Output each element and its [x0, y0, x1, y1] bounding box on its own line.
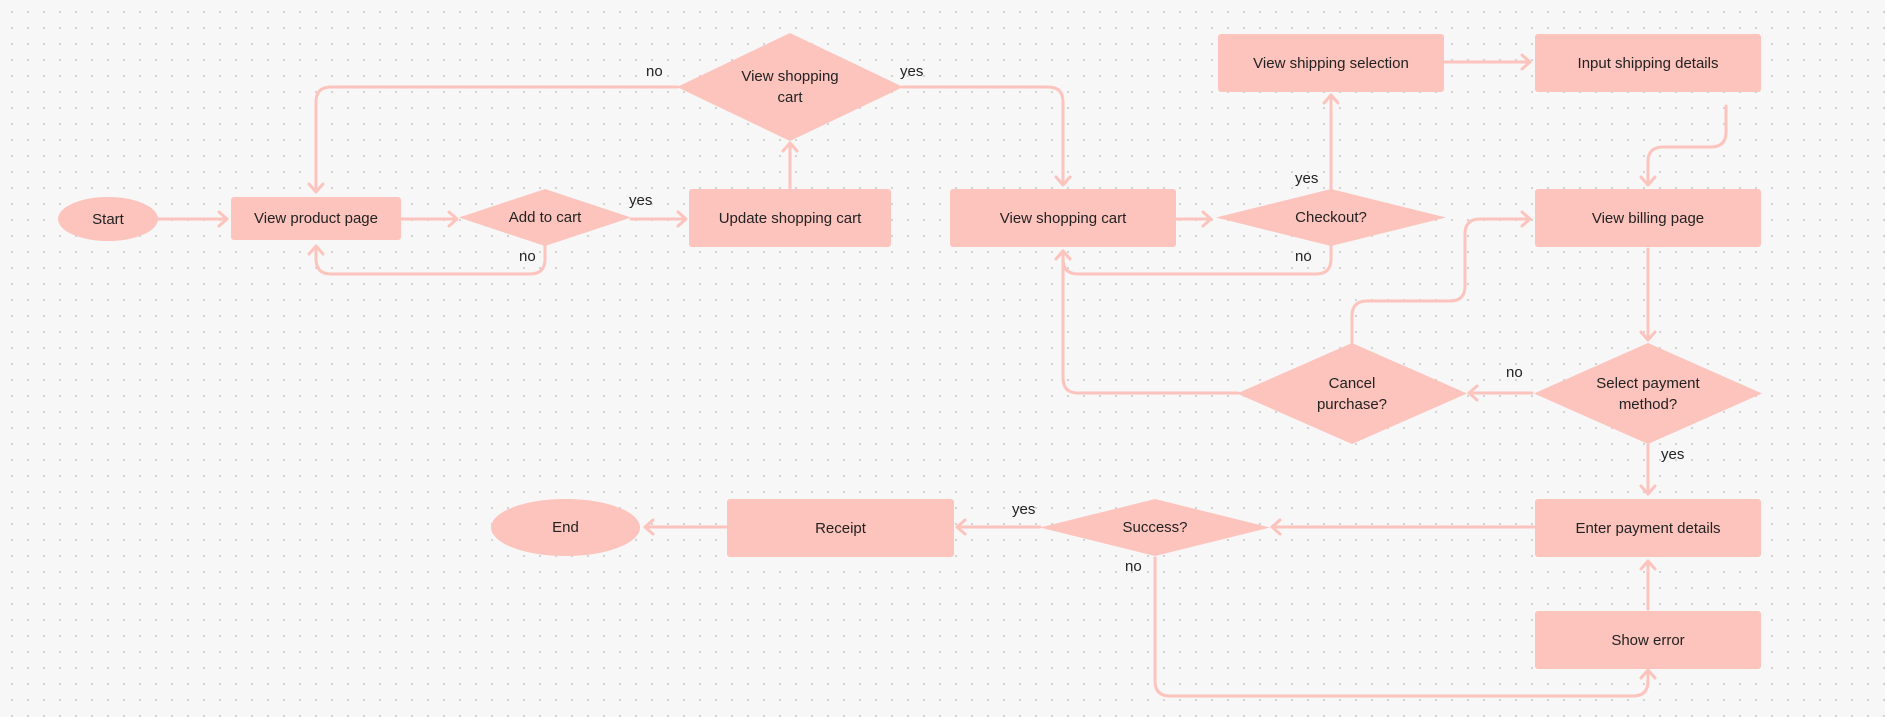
edge-select-payment-yes	[1639, 443, 1657, 496]
edge-cancel-to-billing	[1350, 210, 1532, 345]
node-view-product-page[interactable]: View product page	[231, 197, 401, 240]
label-add-to-cart-yes: yes	[629, 192, 653, 209]
edge-update-to-view-cart-decision	[781, 141, 799, 191]
edge-success-no	[1153, 556, 1657, 698]
node-update-shopping-cart[interactable]: Update shopping cart	[689, 189, 891, 247]
edge-success-yes	[955, 518, 1042, 536]
edge-shipping-selection-to-input	[1443, 53, 1532, 71]
edge-view-cart-decision-yes	[900, 85, 1072, 187]
label-checkout-no: no	[1295, 248, 1312, 265]
node-receipt[interactable]: Receipt	[727, 499, 954, 557]
edge-view-cart-decision-no	[307, 85, 680, 194]
label-add-to-cart-no: no	[519, 248, 536, 265]
edge-select-payment-no	[1467, 384, 1534, 402]
node-input-shipping-details[interactable]: Input shipping details	[1535, 34, 1761, 92]
label-success-no: no	[1125, 558, 1142, 575]
node-end[interactable]: End	[491, 499, 640, 556]
label-view-cart-decision-yes: yes	[900, 63, 924, 80]
label-checkout-yes: yes	[1295, 170, 1319, 187]
node-view-shopping-cart-decision-label: View shopping cart	[741, 68, 839, 106]
edge-add-to-cart-yes	[629, 210, 688, 228]
edge-view-product-page-to-add-to-cart	[399, 210, 459, 228]
label-select-payment-yes: yes	[1661, 446, 1685, 463]
node-view-shopping-cart[interactable]: View shopping cart	[950, 189, 1176, 247]
node-cancel-purchase-label: Cancel purchase?	[1316, 374, 1388, 413]
edge-start-to-view-product-page	[155, 210, 229, 228]
edge-receipt-to-end	[643, 518, 728, 536]
edge-checkout-no	[1054, 244, 1333, 276]
node-start[interactable]: Start	[58, 197, 158, 241]
edge-enter-payment-to-success	[1270, 518, 1536, 536]
node-view-shipping-selection[interactable]: View shipping selection	[1218, 34, 1444, 92]
edge-checkout-yes	[1322, 93, 1340, 191]
edge-add-to-cart-no	[307, 244, 547, 276]
edge-cancel-to-view-cart	[1054, 249, 1240, 395]
label-select-payment-no: no	[1506, 364, 1523, 381]
label-view-cart-decision-no: no	[646, 63, 663, 80]
node-select-payment-method-label: Select payment method?	[1596, 374, 1700, 413]
edge-billing-to-select-payment	[1639, 247, 1657, 342]
node-show-error[interactable]: Show error	[1535, 611, 1761, 669]
node-view-billing-page[interactable]: View billing page	[1535, 189, 1761, 247]
edge-input-shipping-to-billing	[1639, 104, 1728, 187]
label-success-yes: yes	[1012, 501, 1036, 518]
edge-show-error-to-enter-payment	[1639, 559, 1657, 611]
node-enter-payment-details[interactable]: Enter payment details	[1535, 499, 1761, 557]
edge-view-cart-to-checkout	[1175, 210, 1213, 228]
